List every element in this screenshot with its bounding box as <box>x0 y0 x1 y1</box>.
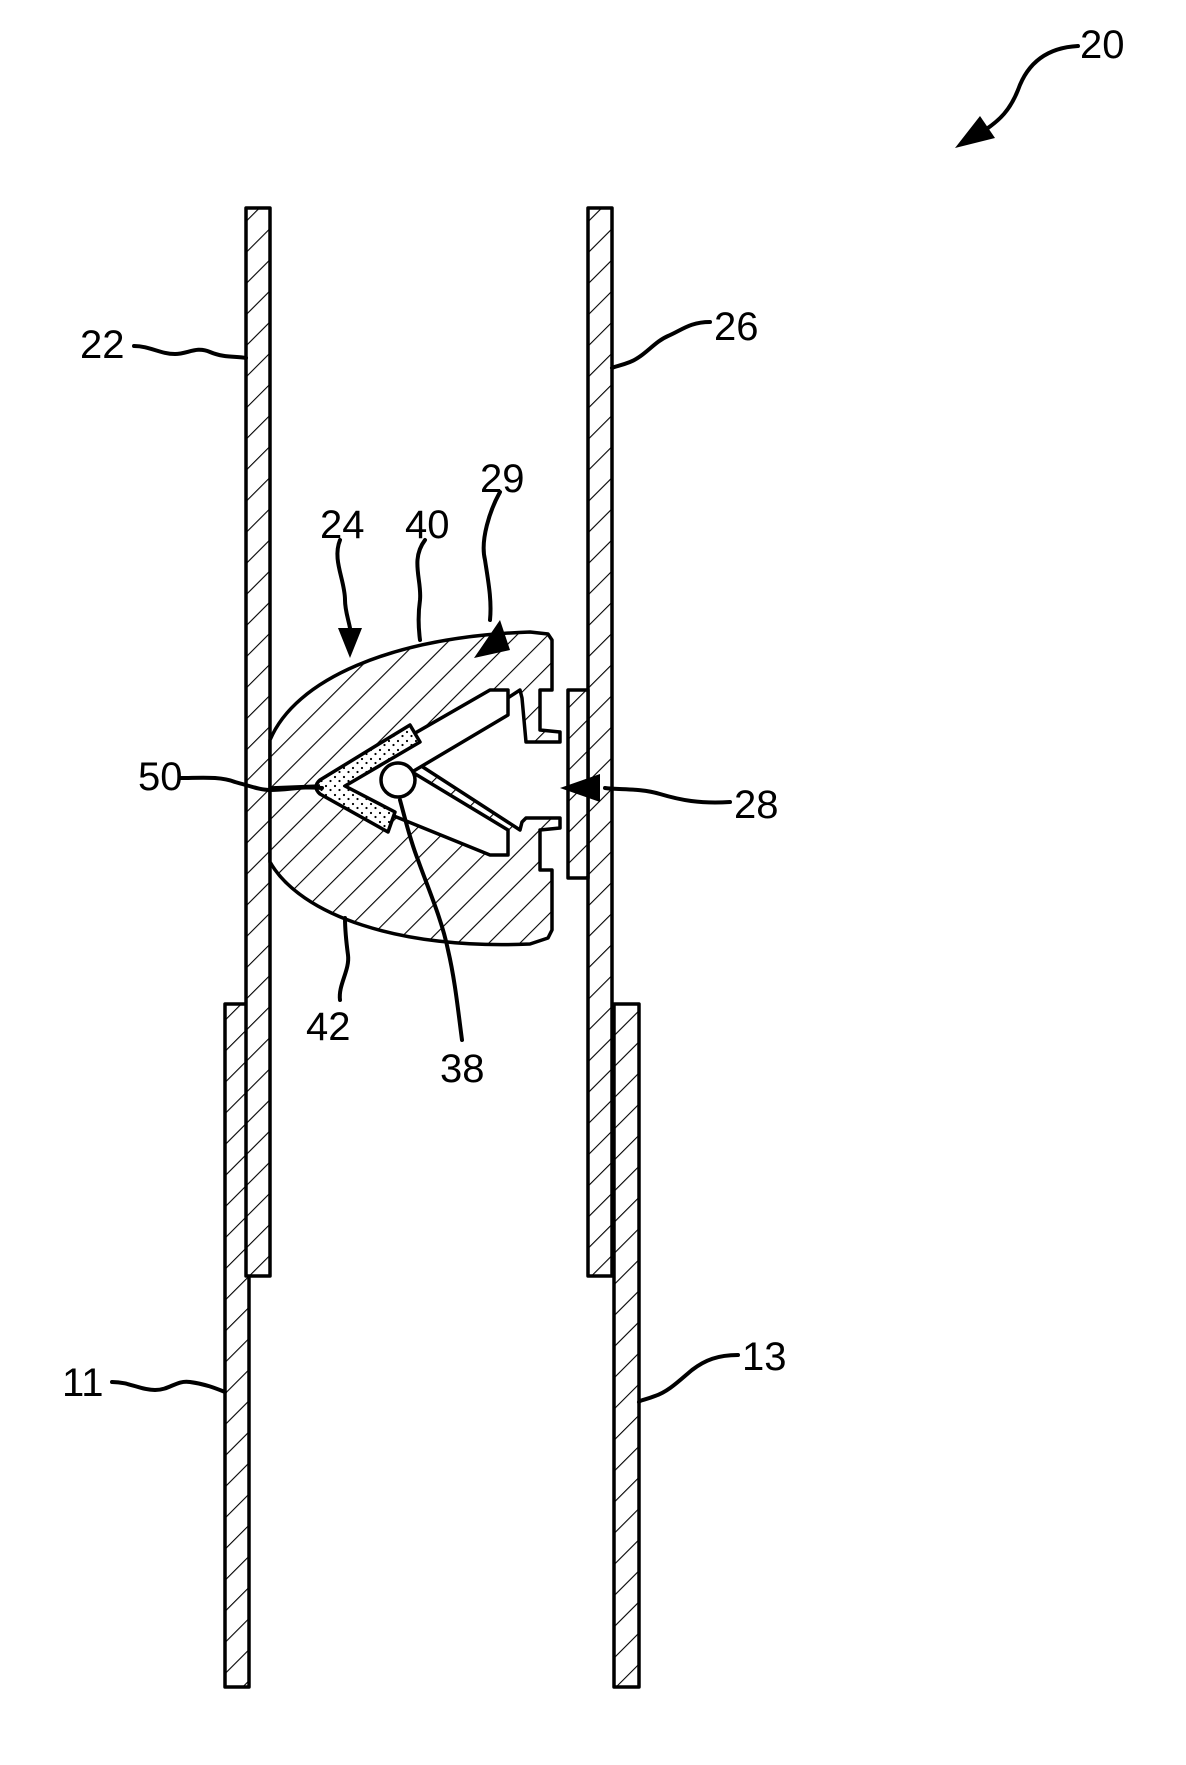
leader-40 <box>417 540 425 640</box>
label-40: 40 <box>405 503 450 547</box>
label-24: 24 <box>320 503 365 547</box>
label-13: 13 <box>742 1335 787 1379</box>
leader-28 <box>605 788 730 803</box>
ball <box>381 763 415 797</box>
assembly-arrow <box>955 46 1078 148</box>
leader-26 <box>612 322 710 368</box>
arrowhead-24 <box>338 628 362 658</box>
leader-24 <box>337 540 350 628</box>
lower-right-tube <box>614 1004 639 1687</box>
leader-22 <box>134 346 246 358</box>
leader-13 <box>639 1355 738 1402</box>
label-20: 20 <box>1080 23 1125 67</box>
label-28: 28 <box>734 783 779 827</box>
upper-right-tube <box>588 208 612 1276</box>
label-22: 22 <box>80 323 125 367</box>
leader-29 <box>484 492 500 620</box>
leader-11 <box>112 1382 225 1392</box>
upper-left-tube <box>246 208 270 1276</box>
label-26: 26 <box>714 305 759 349</box>
label-11: 11 <box>62 1361 104 1405</box>
label-29: 29 <box>480 457 525 501</box>
leader-42 <box>340 918 348 1000</box>
label-38: 38 <box>440 1047 485 1091</box>
label-42: 42 <box>306 1005 351 1049</box>
label-50: 50 <box>138 755 183 799</box>
